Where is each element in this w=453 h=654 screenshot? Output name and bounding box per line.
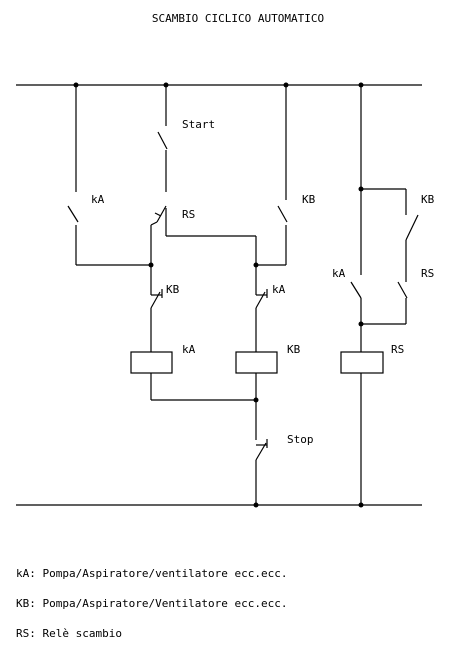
coil-rs <box>340 351 384 374</box>
start-label: Start <box>182 118 215 131</box>
junction-dot <box>358 321 364 327</box>
rs-contact-blade <box>156 205 167 223</box>
kb-interlock-label: KB <box>166 283 180 296</box>
kb-right-label: KB <box>421 193 435 206</box>
junction-dot <box>358 186 364 192</box>
legend-ka: kA: Pompa/Aspiratore/ventilatore ecc.ecc… <box>16 567 288 580</box>
rs-right-blade <box>397 281 408 299</box>
coil-ka-label: kA <box>182 343 196 356</box>
branch-start-rs <box>150 85 257 265</box>
coil-kb <box>235 351 278 374</box>
ka-right-blade <box>350 281 362 299</box>
ka-interlock-label: kA <box>272 283 286 296</box>
interlock-ka <box>255 265 268 352</box>
rs-right-label: RS <box>421 267 434 280</box>
kb-right-blade <box>405 214 419 241</box>
coil-ka <box>130 351 173 374</box>
ka-contact-blade <box>67 205 79 223</box>
junction-dot <box>253 502 259 508</box>
ka-contact-label: kA <box>91 193 105 206</box>
branch-rs-relay <box>350 85 419 505</box>
kb-contact-blade <box>277 205 288 223</box>
start-button-blade <box>157 131 168 150</box>
interlock-kb <box>150 265 163 352</box>
branch-kb-self-hold <box>256 85 288 266</box>
stop-label: Stop <box>287 433 314 446</box>
rs-contact-label: RS <box>182 208 195 221</box>
stop-button-blade <box>255 442 267 461</box>
legend-kb: KB: Pompa/Aspiratore/Ventilatore ecc.ecc… <box>16 597 288 610</box>
legend-rs: RS: Relè scambio <box>16 627 122 640</box>
coil-kb-label: KB <box>287 343 301 356</box>
kb-contact-label: KB <box>302 193 316 206</box>
coil-rs-label: RS <box>391 343 404 356</box>
diagram-title: SCAMBIO CICLICO AUTOMATICO <box>152 12 324 25</box>
junction-dot <box>358 502 364 508</box>
stop-branch <box>150 373 268 505</box>
ka-right-label: kA <box>332 267 346 280</box>
junction-dot <box>253 397 259 403</box>
branch-ka-self-hold <box>67 85 151 266</box>
